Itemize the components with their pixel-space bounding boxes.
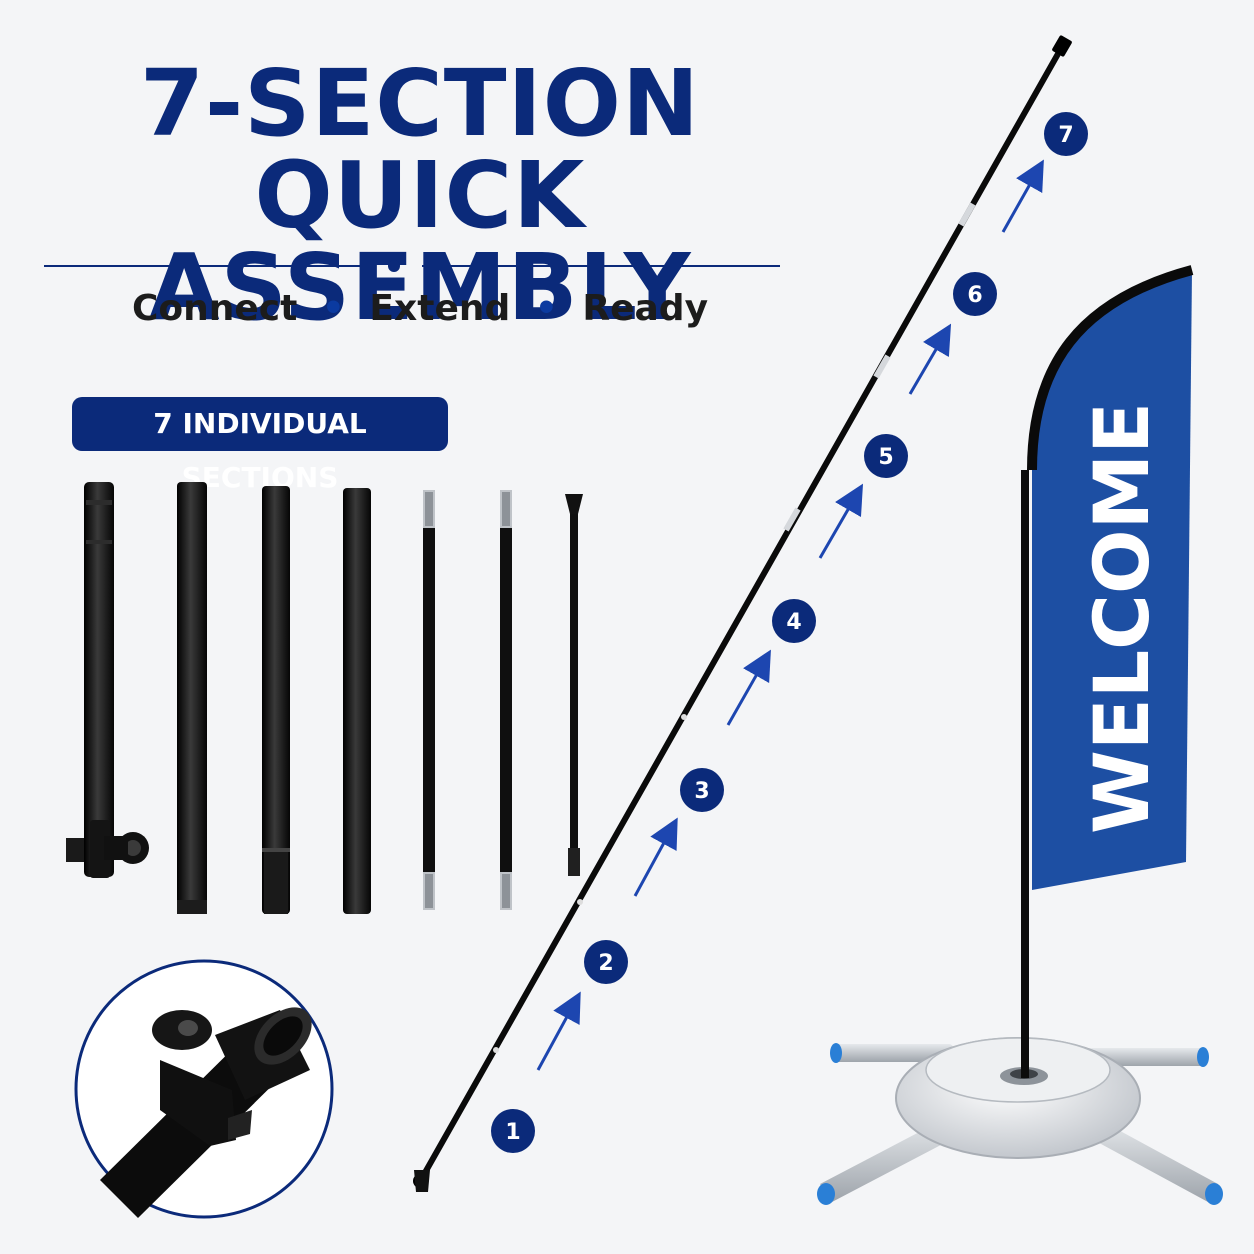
tagline-word-connect: Connect bbox=[131, 288, 298, 329]
step-badge-2: 2 bbox=[584, 940, 628, 984]
step-badge-3: 3 bbox=[680, 768, 724, 812]
pole-section-5 bbox=[423, 490, 435, 910]
step-badges: 1 2 3 4 5 6 7 bbox=[491, 112, 1088, 1153]
step-badge-5: 5 bbox=[864, 434, 908, 478]
step-badge-1: 1 bbox=[491, 1109, 535, 1153]
step-arrow-icon bbox=[726, 649, 771, 726]
svg-text:4: 4 bbox=[786, 610, 801, 635]
step-arrow-icon bbox=[633, 817, 678, 897]
svg-text:1: 1 bbox=[505, 1120, 520, 1145]
step-badge-7: 7 bbox=[1044, 112, 1088, 156]
step-arrows bbox=[536, 159, 1044, 1071]
feather-flag-display: WELCOME bbox=[817, 265, 1223, 1205]
pole-section-2 bbox=[177, 482, 207, 914]
tagline-separator: • bbox=[321, 288, 345, 329]
page-title-line-1: 7-SECTION bbox=[139, 50, 700, 157]
flag-text: WELCOME bbox=[1077, 402, 1166, 834]
step-badge-6: 6 bbox=[953, 272, 997, 316]
cross-base bbox=[817, 1043, 1223, 1205]
flag-banner bbox=[1032, 270, 1192, 890]
pole-clamp-icon bbox=[100, 1007, 312, 1218]
water-base bbox=[895, 1037, 1141, 1159]
pole-sections bbox=[66, 482, 583, 914]
tagline-word-extend: Extend bbox=[369, 288, 511, 329]
step-arrow-icon bbox=[536, 991, 581, 1071]
step-badge-4: 4 bbox=[772, 599, 816, 643]
tagline-separator: • bbox=[534, 288, 558, 329]
assembled-pole bbox=[413, 35, 1072, 1192]
pole-section-6 bbox=[500, 490, 512, 910]
step-arrow-icon bbox=[908, 323, 952, 395]
svg-text:6: 6 bbox=[967, 283, 982, 308]
sections-badge: 7 INDIVIDUAL SECTIONS bbox=[72, 397, 448, 494]
step-arrow-icon bbox=[818, 483, 864, 559]
svg-text:2: 2 bbox=[598, 951, 613, 976]
title-divider bbox=[44, 260, 780, 272]
tagline-word-ready: Ready bbox=[582, 288, 709, 329]
svg-text:7: 7 bbox=[1058, 123, 1073, 148]
svg-text:3: 3 bbox=[694, 779, 709, 804]
clamp-detail-zoom bbox=[74, 959, 334, 1219]
pole-section-3 bbox=[262, 486, 290, 914]
dot-divider-icon bbox=[388, 260, 400, 272]
pole-section-7 bbox=[565, 494, 583, 876]
pole-section-4 bbox=[343, 488, 371, 914]
svg-text:5: 5 bbox=[878, 445, 893, 470]
tagline: Connect • Extend • Ready bbox=[40, 288, 800, 329]
pole-section-1 bbox=[66, 482, 149, 878]
step-arrow-icon bbox=[1001, 159, 1044, 233]
page-title-line-2: QUICK ASSEMBLY bbox=[148, 142, 692, 341]
